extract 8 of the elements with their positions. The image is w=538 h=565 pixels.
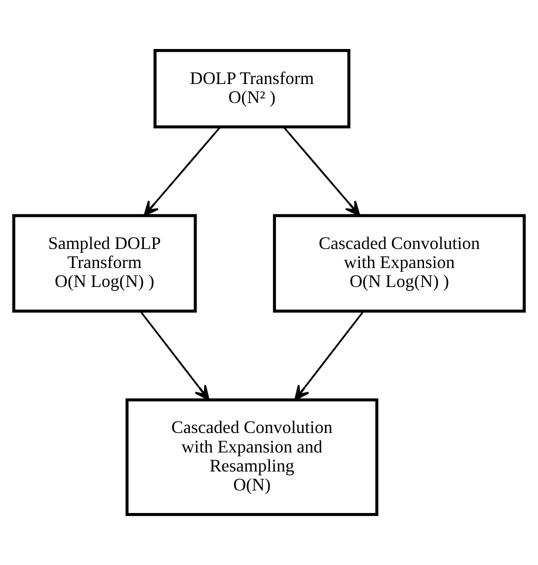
node-box: Cascaded Convolution with Expansion O(N Log(N) ): [272, 214, 526, 313]
node-box: Sampled DOLP Transform O(N Log(N) ): [12, 214, 197, 313]
arrow: [282, 126, 360, 216]
node-box: DOLP Transform O(N² ): [154, 48, 350, 128]
arrow: [144, 126, 221, 216]
node-box: Cascaded Convolution with Expansion and Resampling O(N): [126, 398, 378, 516]
arrow: [294, 310, 364, 401]
arrow: [140, 310, 210, 401]
